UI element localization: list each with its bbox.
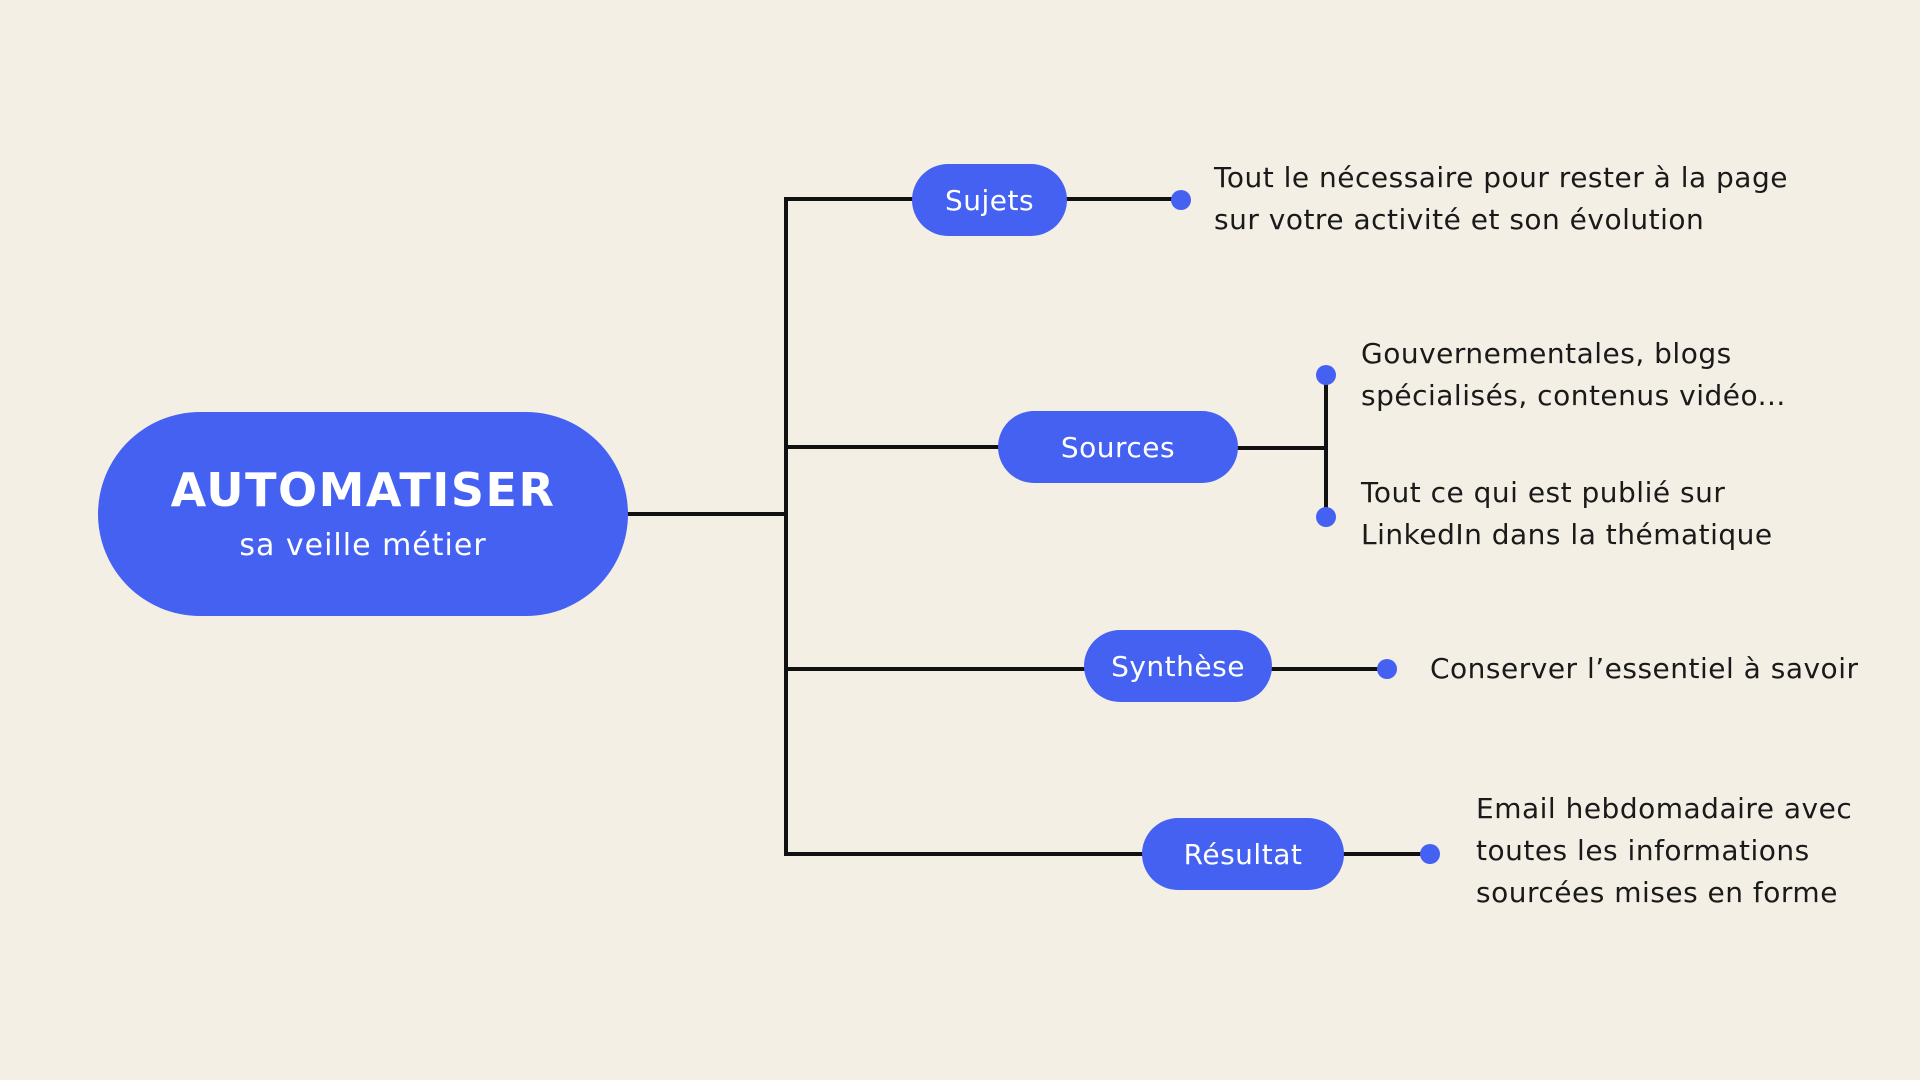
branch-node-sources: Sources [998,411,1238,483]
leaf-text-resultat: Email hebdomadaire avec toutes les infor… [1476,792,1853,909]
leaf-text-synthese: Conserver l’essentiel à savoir [1430,652,1859,685]
leaf-dot-resultat [1420,844,1440,864]
branch-node-resultat: Résultat [1142,818,1344,890]
leaf-dot-sources-1 [1316,365,1336,385]
leaf-dot-sources-2 [1316,507,1336,527]
root-node: AUTOMATISER sa veille métier [98,412,628,616]
leaf-dot-synthese [1377,659,1397,679]
branch-node-synthese: Synthèse [1084,630,1272,702]
root-subtitle: sa veille métier [239,527,487,563]
leaf-dot-sujets [1171,190,1191,210]
leaf-text-sujets: Tout le nécessaire pour rester à la page… [1214,161,1788,236]
leaf-text-sources-1: Gouvernementales, blogs spécialisés, con… [1361,337,1786,412]
leaf-text-sources-2: Tout ce qui est publié sur LinkedIn dans… [1361,476,1773,551]
root-title: AUTOMATISER [170,463,556,518]
branch-node-sujets: Sujets [912,164,1067,236]
